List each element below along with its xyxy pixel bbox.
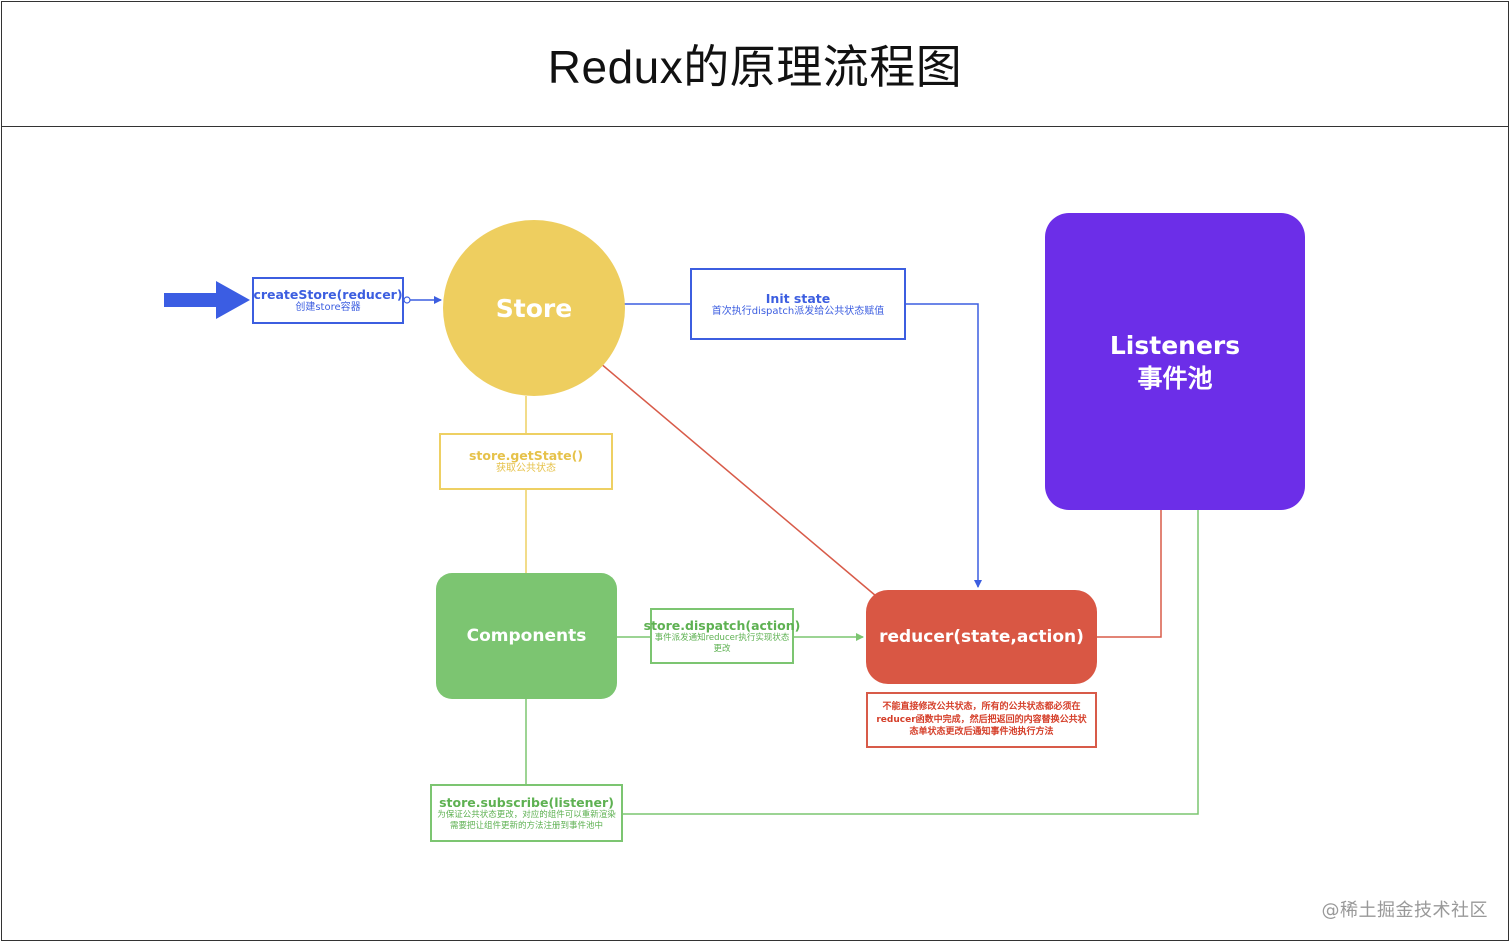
- reducer-node: reducer(state,action): [866, 590, 1097, 684]
- reducer-to-store-connector: [586, 351, 877, 597]
- dispatch-title: store.dispatch(action): [643, 618, 801, 633]
- subscribe-desc: 为保证公共状态更改，对应的组件可以重新渲染需要把让组件更新的方法注册到事件池中: [437, 810, 616, 831]
- reducer-rule-text: 不能直接修改公共状态，所有的公共状态都必须在reducer函数中完成，然后把返回…: [876, 702, 1087, 738]
- create-store-desc: 创建store容器: [295, 302, 361, 313]
- get-state-label: store.getState() 获取公共状态: [439, 433, 613, 490]
- listeners-node: Listeners 事件池: [1045, 213, 1305, 510]
- entry-arrow-icon: [164, 281, 250, 319]
- listeners-node-sublabel: 事件池: [1137, 363, 1213, 393]
- subscribe-title: store.subscribe(listener): [439, 795, 614, 810]
- init-state-desc: 首次执行dispatch派发给公共状态赋值: [711, 305, 885, 317]
- components-node: Components: [436, 573, 617, 699]
- get-state-desc: 获取公共状态: [496, 463, 556, 474]
- components-node-label: Components: [466, 626, 587, 646]
- watermark: @稀土掘金技术社区: [1321, 900, 1488, 921]
- reducer-node-label: reducer(state,action): [879, 627, 1084, 647]
- init-state-title: Init state: [765, 290, 831, 306]
- dispatch-desc: 事件派发通知reducer执行实现状态更改: [654, 633, 790, 654]
- connector-start-dot: [403, 296, 411, 304]
- create-store-title: createStore(reducer): [253, 287, 403, 302]
- reducer-rule-note: 不能直接修改公共状态，所有的公共状态都必须在reducer函数中完成，然后把返回…: [866, 692, 1097, 748]
- subscribe-label: store.subscribe(listener) 为保证公共状态更改，对应的组…: [430, 784, 623, 842]
- init-state-label: Init state 首次执行dispatch派发给公共状态赋值: [690, 268, 906, 340]
- store-node-label: Store: [495, 293, 573, 323]
- reducer-to-listeners-connector: [1097, 499, 1165, 638]
- listeners-node-label: Listeners: [1109, 330, 1241, 360]
- subscribe-to-listeners-connector: [623, 497, 1202, 815]
- create-store-label: createStore(reducer) 创建store容器: [252, 277, 404, 324]
- store-node: Store: [443, 220, 625, 396]
- dispatch-label: store.dispatch(action) 事件派发通知reducer执行实现…: [644, 608, 800, 664]
- diagram-title: Redux的原理流程图: [547, 40, 963, 93]
- title-bar: Redux的原理流程图: [1, 1, 1509, 127]
- init-to-reducer-connector: [906, 303, 982, 588]
- get-state-title: store.getState(): [468, 448, 584, 463]
